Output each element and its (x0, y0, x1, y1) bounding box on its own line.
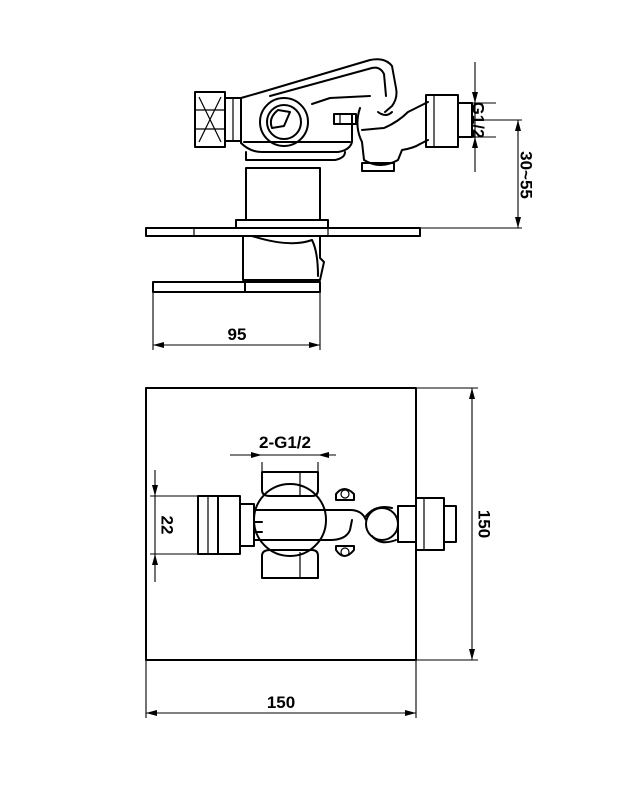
side-view: 95 G1/2 30~55 (145, 58, 536, 350)
dim-g12-side-label: G1/2 (469, 102, 488, 139)
dim-150-vertical: 150 (416, 387, 494, 661)
dim-30-55: 30~55 (420, 119, 536, 229)
front-top-port (261, 471, 319, 497)
front-view: 2-G1/2 22 150 150 (145, 387, 494, 718)
side-valve-body (240, 58, 398, 161)
front-right-valve (365, 497, 457, 551)
side-inwall-box (152, 235, 325, 293)
dim-150-horizontal: 150 (145, 660, 417, 718)
dim-95: 95 (152, 292, 321, 350)
dim-30-55-label: 30~55 (517, 151, 536, 199)
dim-150-vertical-label: 150 (475, 510, 494, 538)
side-left-nut (194, 91, 242, 148)
side-cartridge-window (259, 97, 309, 147)
dim-2-g12: 2-G1/2 (230, 433, 336, 472)
dim-22: 22 (150, 470, 198, 582)
front-left-nut (197, 495, 255, 555)
front-plate (145, 387, 417, 661)
side-outlet-spout (356, 94, 473, 172)
dim-150-horizontal-label: 150 (267, 693, 295, 712)
front-mount-tab (335, 488, 355, 557)
dim-2-g12-label: 2-G1/2 (259, 433, 311, 452)
front-spout (253, 509, 367, 541)
dim-22-label: 22 (158, 516, 177, 535)
side-wall-plate (145, 227, 421, 237)
side-stem (235, 167, 329, 229)
dim-g12-side: G1/2 (469, 62, 496, 172)
front-bottom-port (261, 549, 319, 579)
dim-95-label: 95 (228, 325, 247, 344)
